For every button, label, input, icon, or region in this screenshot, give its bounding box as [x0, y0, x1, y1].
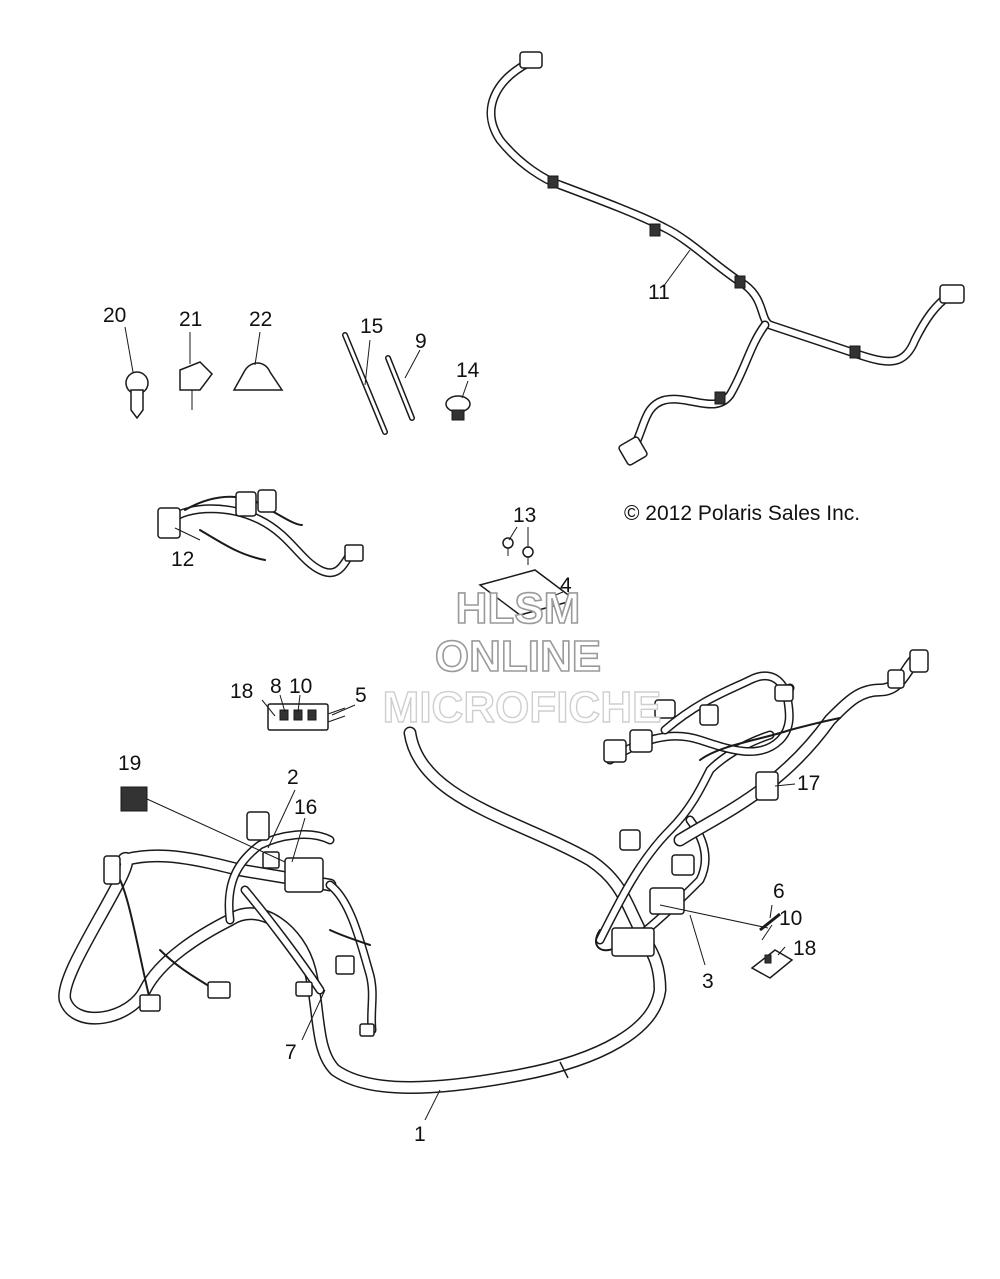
connector-icon	[699, 704, 719, 726]
part-12-harness	[157, 489, 364, 578]
callout-10b: 10	[779, 907, 802, 930]
callout-20: 20	[103, 304, 126, 327]
callout-18b: 18	[793, 937, 816, 960]
relay-icon	[262, 851, 280, 869]
connector-icon	[359, 1023, 375, 1037]
part-1-main-harness	[58, 726, 667, 1094]
clip-icon	[734, 275, 746, 289]
connector-icon	[139, 994, 161, 1012]
connector-icon	[671, 854, 695, 876]
callout-16: 16	[294, 796, 317, 819]
clip-icon	[649, 223, 661, 237]
connector-icon	[603, 739, 627, 763]
part-19-label	[120, 786, 148, 812]
callout-15: 15	[360, 315, 383, 338]
connector-icon	[235, 491, 257, 517]
connector-icon	[157, 507, 181, 539]
callout-19: 19	[118, 752, 141, 775]
part-18-fuse-holder	[750, 949, 794, 979]
connector-icon	[618, 436, 648, 466]
leader-lines	[124, 249, 796, 1121]
callout-14: 14	[456, 359, 480, 382]
part-9-cable-tie	[385, 355, 415, 421]
callout-22: 22	[249, 308, 272, 331]
callout-8: 8	[270, 675, 282, 698]
connector-icon	[246, 811, 270, 841]
callout-9: 9	[415, 330, 427, 353]
connector-icon	[295, 981, 313, 997]
callout-10a: 10	[289, 675, 312, 698]
connector-icon	[257, 489, 277, 513]
callout-11: 11	[648, 281, 670, 304]
connector-icon	[619, 829, 641, 851]
watermark: HLSM ONLINE MICROFICHE	[382, 583, 662, 733]
callout-17: 17	[797, 772, 820, 795]
callout-7: 7	[285, 1041, 297, 1064]
connector-icon	[887, 669, 905, 689]
part-4-bracket	[478, 569, 577, 616]
callout-21: 21	[179, 308, 202, 331]
connector-icon	[909, 649, 929, 673]
part-17-relay-icon	[755, 771, 779, 801]
fuse-box-icon	[284, 857, 324, 893]
copyright-text: © 2012 Polaris Sales Inc.	[624, 502, 860, 525]
part-11-harness	[486, 51, 965, 466]
clip-icon	[849, 345, 861, 359]
clip-icon	[714, 391, 726, 405]
part-20-push-rivet	[125, 371, 149, 420]
callout-12: 12	[171, 548, 194, 571]
watermark-line-1: HLSM	[456, 584, 581, 633]
connector-icon	[207, 981, 231, 999]
part-21-clip-mount	[179, 361, 213, 410]
callout-1: 1	[414, 1123, 426, 1146]
connector-icon	[939, 284, 965, 304]
connector-icon	[774, 684, 794, 702]
part-14-clip	[445, 395, 471, 421]
callout-3: 3	[702, 970, 714, 993]
callout-18a: 18	[230, 680, 253, 703]
part-3-harness	[595, 649, 929, 957]
watermark-line-3: MICROFICHE	[383, 683, 662, 732]
watermark-line-2: ONLINE	[435, 632, 601, 681]
callout-4: 4	[560, 574, 572, 597]
connector-icon	[654, 699, 676, 719]
clip-icon	[547, 175, 559, 189]
callout-5: 5	[355, 684, 367, 707]
connector-icon	[103, 855, 121, 885]
callout-labels: 1 2 3 4 5 6 7 8 9 10 10 11 12 13 14 15 1…	[103, 281, 820, 1146]
connector-icon	[344, 544, 364, 562]
connector-icon	[649, 887, 685, 915]
connector-icon	[335, 955, 355, 975]
callout-6: 6	[773, 880, 785, 903]
callout-13: 13	[513, 504, 536, 527]
connector-icon	[629, 729, 653, 753]
part-22-cable-clamp	[232, 362, 284, 391]
connector-icon	[519, 51, 543, 69]
ecu-connector-icon	[611, 927, 655, 957]
part-fuse-block	[267, 703, 346, 731]
callout-2: 2	[287, 766, 299, 789]
